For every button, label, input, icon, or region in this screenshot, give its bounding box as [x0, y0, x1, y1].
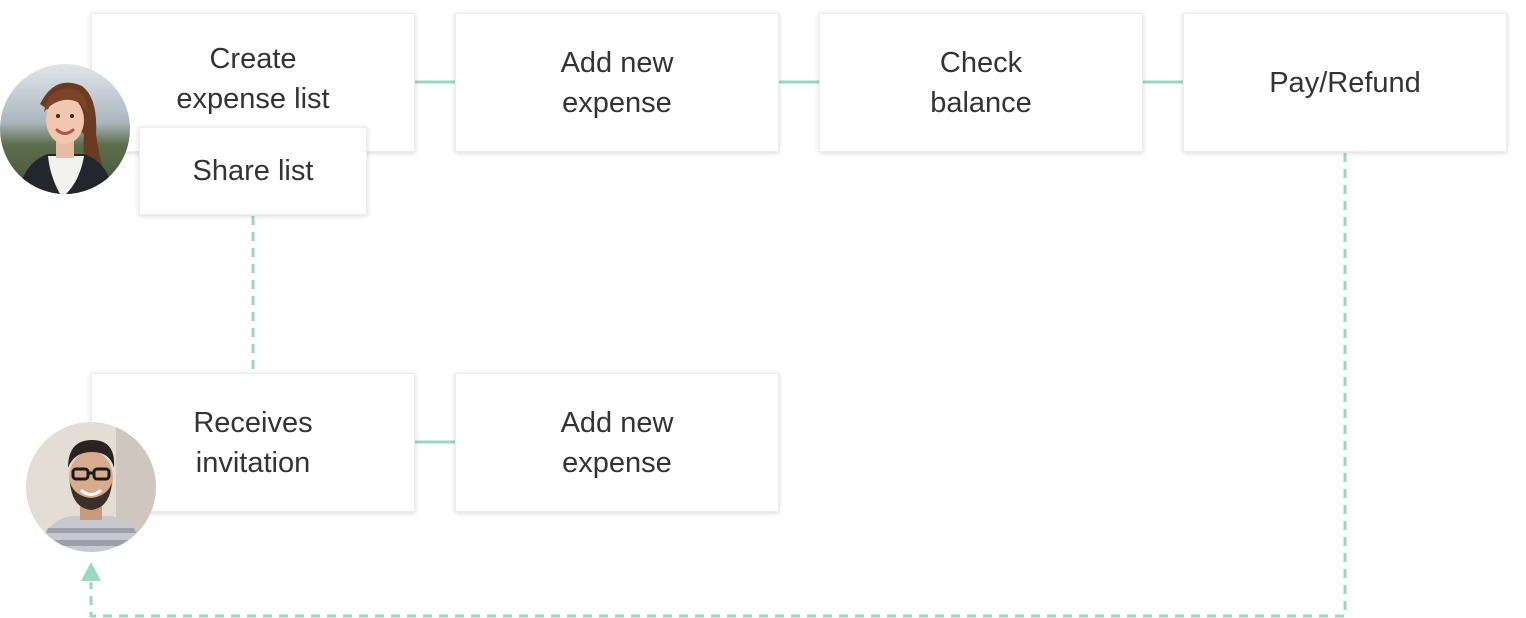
step-add-new-expense-2: Add new expense — [455, 373, 779, 512]
step-check-balance: Check balance — [819, 13, 1143, 152]
step-pay-refund: Pay/Refund — [1183, 13, 1507, 152]
dashed-arrow-share-to-receives — [243, 216, 263, 392]
step-check-label: Check balance — [930, 46, 1032, 119]
user-b-avatar — [26, 422, 156, 552]
woman-avatar-photo-icon — [0, 64, 130, 194]
user-a-avatar — [0, 64, 130, 194]
step-receives-label: Receives invitation — [193, 406, 313, 479]
step-share-list: Share list — [139, 127, 367, 215]
step-add-label: Add new expense — [560, 46, 674, 119]
step-pay-label: Pay/Refund — [1269, 66, 1421, 99]
step-add-2-label: Add new expense — [560, 406, 674, 479]
step-share-label: Share list — [192, 155, 314, 187]
step-add-new-expense: Add new expense — [455, 13, 779, 152]
man-avatar-photo-icon — [26, 422, 156, 552]
dashed-return-pay-to-user-b — [81, 153, 1347, 618]
step-create-label: Create expense list — [176, 42, 330, 115]
